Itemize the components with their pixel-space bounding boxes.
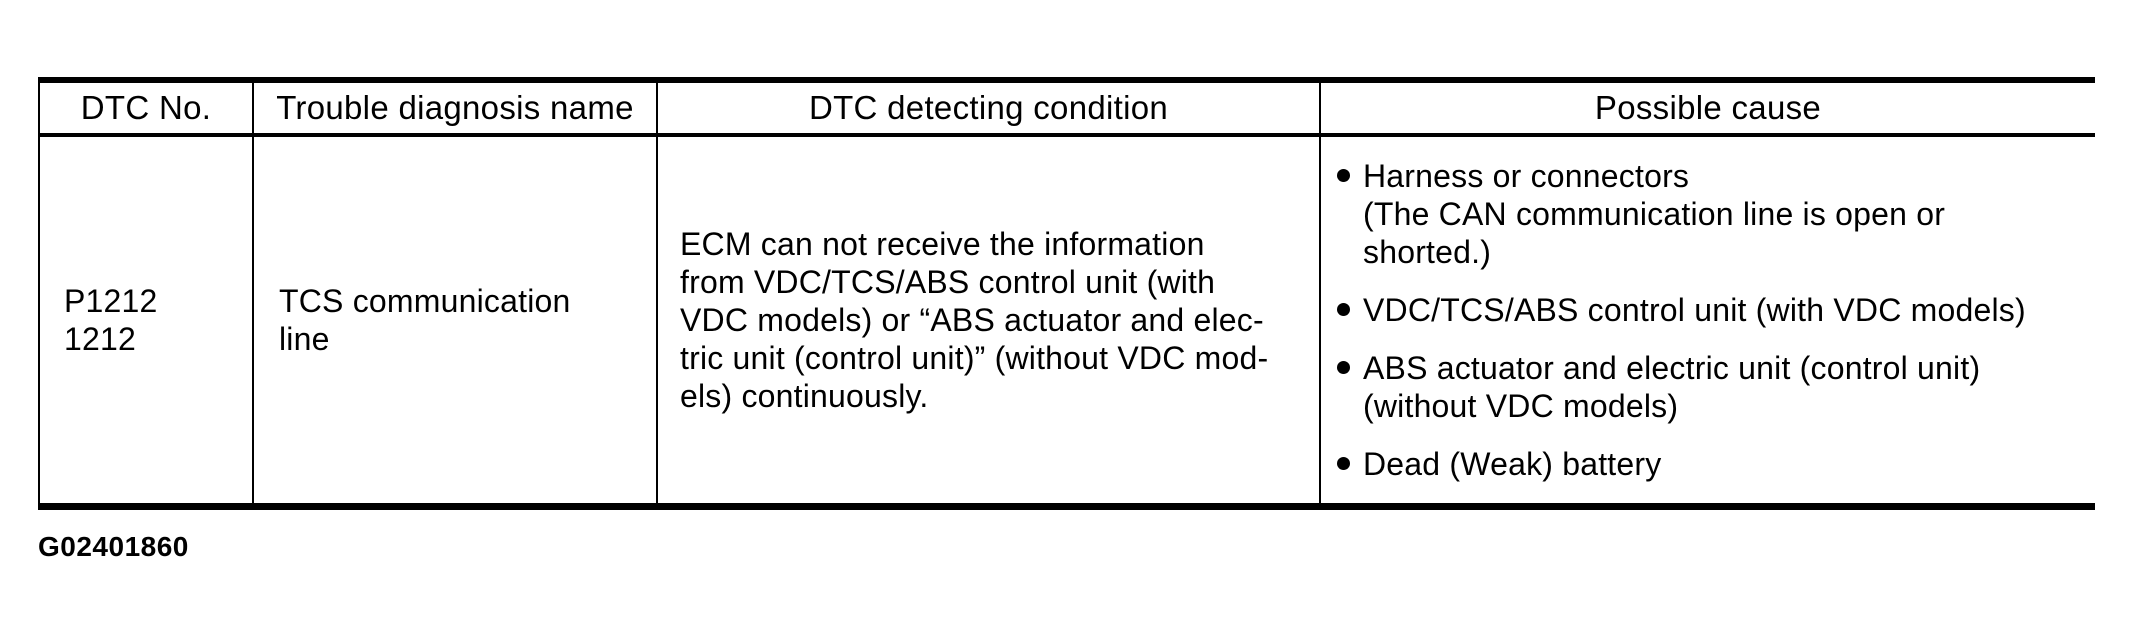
- figure-id: G02401860: [38, 531, 189, 562]
- cell-trouble-name: TCS communication line: [254, 137, 658, 503]
- cause-line: Dead (Weak) battery: [1363, 446, 1662, 482]
- trouble-name-line: line: [279, 321, 330, 357]
- bullet-icon: [1337, 361, 1350, 374]
- cell-possible-cause: Harness or connectors (The CAN communica…: [1321, 137, 2095, 503]
- dtc-code-line: 1212: [64, 321, 136, 357]
- cell-detecting-condition: ECM can not receive the information from…: [658, 137, 1321, 503]
- condition-line: els) continuously.: [680, 378, 929, 414]
- header-detecting-condition: DTC detecting condition: [658, 83, 1321, 133]
- dtc-code-line: P1212: [64, 283, 158, 319]
- header-dtc-no: DTC No.: [40, 83, 254, 133]
- condition-line: ECM can not receive the information: [680, 226, 1205, 262]
- cause-item-harness: Harness or connectors (The CAN communica…: [1337, 157, 2085, 271]
- cause-line: VDC/TCS/ABS control unit (with VDC model…: [1363, 292, 2026, 328]
- bullet-icon: [1337, 457, 1350, 470]
- condition-line: from VDC/TCS/ABS control unit (with: [680, 264, 1216, 300]
- bullet-icon: [1337, 169, 1350, 182]
- cause-line: shorted.): [1363, 234, 1492, 270]
- trouble-name-line: TCS communication: [279, 283, 571, 319]
- cause-line: (The CAN communication line is open or: [1363, 196, 1946, 232]
- condition-line: tric unit (control unit)” (without VDC m…: [680, 340, 1269, 376]
- dtc-table: DTC No. Trouble diagnosis name DTC detec…: [38, 77, 2095, 510]
- condition-line: VDC models) or “ABS actuator and elec-: [680, 302, 1264, 338]
- cause-line: (without VDC models): [1363, 388, 1679, 424]
- cell-dtc-no: P1212 1212: [40, 137, 254, 503]
- table-row: P1212 1212 TCS communication line ECM ca…: [40, 137, 2095, 503]
- cause-item-abs-actuator: ABS actuator and electric unit (control …: [1337, 349, 2085, 425]
- cause-item-dead-battery: Dead (Weak) battery: [1337, 445, 2085, 483]
- cause-line: Harness or connectors: [1363, 158, 1690, 194]
- header-trouble-name: Trouble diagnosis name: [254, 83, 658, 133]
- bullet-icon: [1337, 303, 1350, 316]
- cause-item-vdc-control-unit: VDC/TCS/ABS control unit (with VDC model…: [1337, 291, 2085, 329]
- table-header-row: DTC No. Trouble diagnosis name DTC detec…: [40, 83, 2095, 137]
- header-possible-cause: Possible cause: [1594, 89, 1822, 126]
- cause-line: ABS actuator and electric unit (control …: [1363, 350, 1981, 386]
